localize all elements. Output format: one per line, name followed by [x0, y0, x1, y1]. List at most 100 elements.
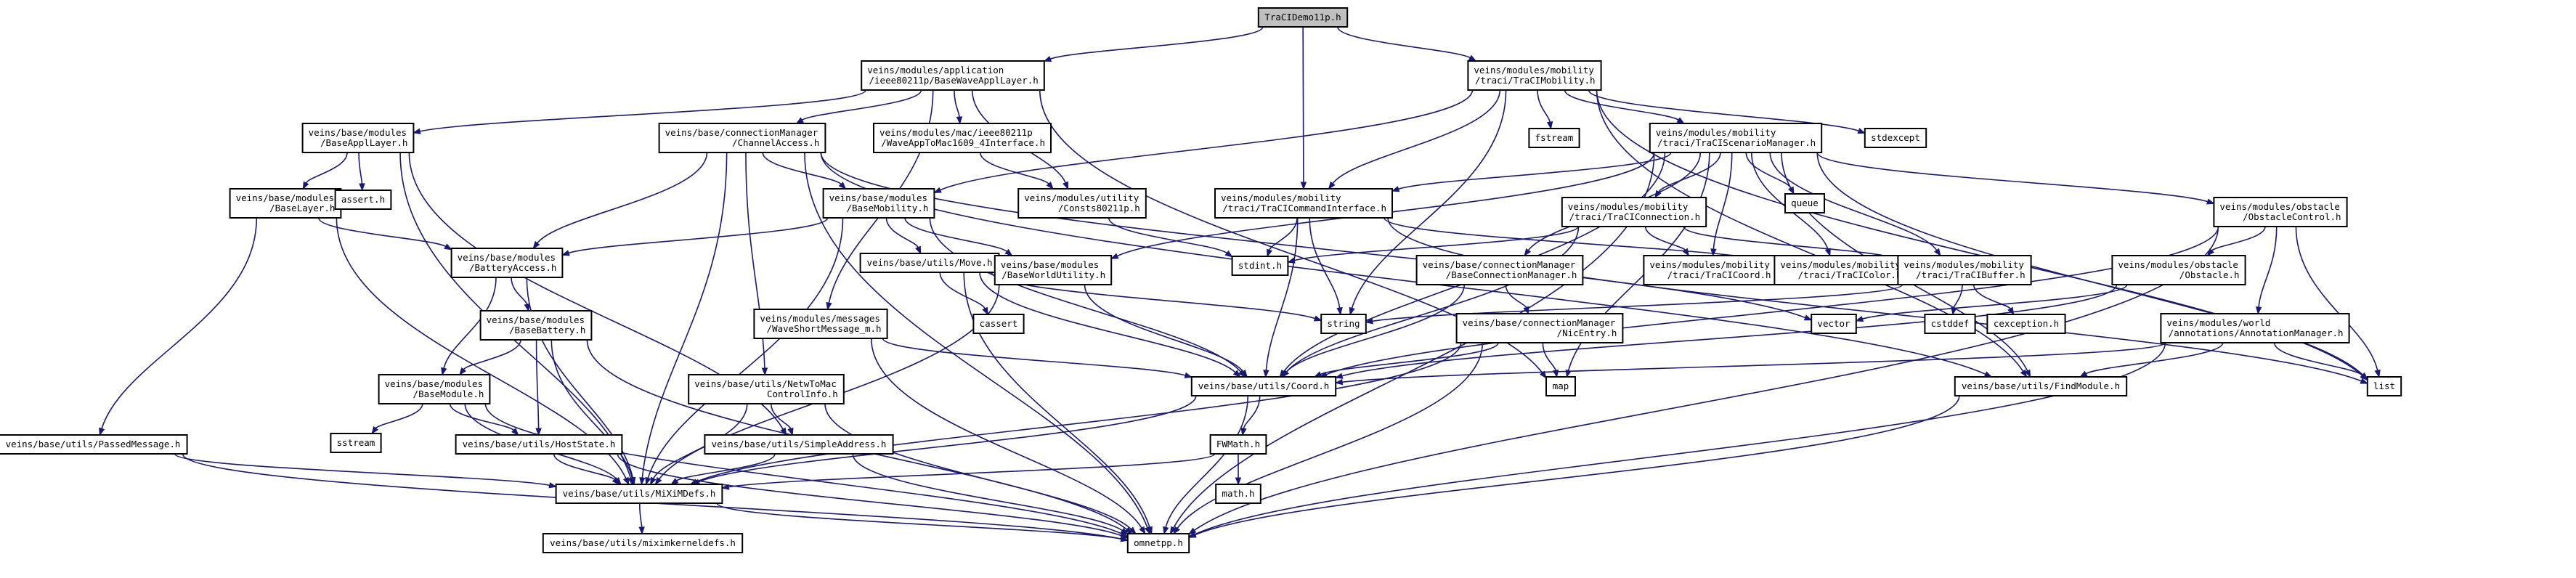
arrowhead-icon	[2024, 369, 2031, 378]
edge-line	[1816, 152, 2363, 375]
arrowhead-icon	[2374, 369, 2381, 378]
node-wsm[interactable]: veins/modules/messages/WaveShortMessage_…	[753, 309, 888, 339]
node-coord[interactable]: veins/base/utils/Coord.h	[1190, 376, 1337, 396]
arrowhead-icon	[1043, 56, 1052, 62]
node-nicentry[interactable]: veins/base/connectionManager/NicEntry.h	[1455, 313, 1624, 343]
arrowhead-icon	[1169, 526, 1177, 535]
edge-line	[1049, 26, 1264, 60]
edge-battacc-to-basebatt	[511, 277, 530, 312]
node-label: /BaseWorldUtility.h	[1001, 269, 1105, 280]
node-tconn[interactable]: veins/modules/mobility/traci/TraCIConnec…	[1561, 197, 1707, 227]
node-baselayer[interactable]: veins/base/modules/BaseLayer.h	[229, 188, 342, 219]
node-string[interactable]: string	[1320, 314, 1367, 334]
edge-findmod-to-omnetpp	[1187, 395, 1960, 538]
node-box	[1864, 128, 1927, 148]
node-simpleaddr[interactable]: veins/base/utils/SimpleAddress.h	[704, 434, 894, 455]
arrowhead-icon	[838, 182, 847, 190]
edge-basemob-to-battacc	[561, 217, 829, 256]
arrowhead-icon	[787, 427, 794, 436]
node-baseappl[interactable]: veins/base/modules/BaseApplLayer.h	[301, 123, 415, 153]
node-stdexcept[interactable]: stdexcept	[1864, 128, 1927, 148]
node-mathh[interactable]: math.h	[1215, 484, 1261, 504]
node-tmob[interactable]: veins/modules/mobility/traci/TraCIMobili…	[1467, 60, 1602, 91]
node-findmod[interactable]: veins/base/utils/FindModule.h	[1954, 376, 2128, 396]
node-box	[1649, 123, 1823, 153]
node-stdint[interactable]: stdint.h	[1231, 256, 1289, 276]
edge-line	[820, 152, 1806, 319]
node-label: math.h	[1222, 488, 1254, 499]
edge-tbuffer-to-string	[1365, 284, 1903, 325]
node-obstacle[interactable]: veins/modules/obstacle/Obstacle.h	[2111, 255, 2246, 285]
arrowhead-icon	[1539, 370, 1547, 379]
edge-cmdif-to-stdint	[1267, 217, 1298, 258]
node-map[interactable]: map	[1545, 376, 1576, 396]
arrowhead-icon	[99, 427, 105, 436]
node-hoststate[interactable]: veins/base/utils/HostState.h	[455, 434, 623, 455]
node-basemob[interactable]: veins/base/modules/BaseMobility.h	[822, 188, 935, 219]
edge-line	[979, 152, 1049, 184]
node-label: /annotations/AnnotationManager.h	[2169, 327, 2344, 338]
arrowhead-icon	[761, 367, 768, 376]
node-exception[interactable]: cexception.h	[1986, 314, 2066, 334]
node-label: veins/base/utils/NetwToMac	[694, 378, 837, 389]
node-annot[interactable]: veins/modules/world/annotations/Annotati…	[2160, 313, 2350, 343]
node-tcoord[interactable]: veins/modules/mobility/traci/TraCICoord.…	[1643, 255, 1778, 285]
node-battacc[interactable]: veins/base/modules/BatteryAccess.h	[450, 248, 564, 278]
edge-fwmath-to-mathh	[1235, 453, 1242, 486]
node-root[interactable]: TraCIDemo11p.h	[1257, 7, 1349, 28]
node-passedmsg[interactable]: veins/base/utils/PassedMessage.h	[0, 434, 188, 455]
node-label: fstream	[1535, 132, 1574, 143]
node-label: veins/base/utils/Coord.h	[1198, 380, 1330, 391]
edge-wave-to-baseappl	[413, 89, 866, 134]
node-omnetpp[interactable]: omnetpp.h	[1126, 533, 1190, 553]
node-wavemac[interactable]: veins/modules/mac/ieee80211p/WaveAppToMa…	[873, 123, 1052, 153]
node-cmdif[interactable]: veins/modules/mobility/traci/TraCIComman…	[1214, 188, 1393, 219]
arrowhead-icon	[548, 482, 557, 489]
node-cstddef[interactable]: cstddef	[1924, 314, 1976, 334]
node-label: veins/base/modules	[385, 378, 483, 389]
node-consts[interactable]: veins/modules/utility/Consts80211p.h	[1017, 188, 1147, 219]
edge-nicentry-to-coord	[1313, 342, 1499, 378]
edge-baseappl-to-assert	[358, 152, 365, 192]
node-list[interactable]: list	[2366, 376, 2402, 396]
node-chanacc[interactable]: veins/base/connectionManager/ChannelAcce…	[658, 123, 826, 153]
arrowhead-icon	[914, 245, 922, 255]
node-baseconnmgr[interactable]: veins/base/connectionManager/BaseConnect…	[1415, 255, 1584, 285]
node-queue[interactable]: queue	[1784, 193, 1825, 213]
node-label: queue	[1791, 198, 1819, 208]
graph-nodes: TraCIDemo11p.h veins/modules/application/…	[0, 7, 2402, 553]
node-label: /ObstacleControl.h	[2243, 211, 2341, 222]
node-box	[972, 314, 1025, 334]
edge-line	[617, 453, 1122, 537]
node-tbuffer[interactable]: veins/modules/mobility/traci/TraCIBuffer…	[1897, 255, 2032, 285]
node-label: veins/base/modules	[1001, 259, 1099, 270]
node-vector[interactable]: vector	[1811, 314, 1857, 334]
node-sstream[interactable]: sstream	[330, 433, 382, 453]
node-miximkernel[interactable]: veins/base/utils/miximkerneldefs.h	[542, 533, 744, 553]
node-worldutil[interactable]: veins/base/modules/BaseWorldUtility.h	[994, 255, 1113, 285]
node-assert[interactable]: assert.h	[334, 190, 392, 210]
node-obsctl[interactable]: veins/modules/obstacle/ObstacleControl.h	[2213, 197, 2348, 227]
node-basebatt[interactable]: veins/base/modules/BaseBattery.h	[479, 310, 593, 341]
node-fwmath[interactable]: FWMath.h	[1209, 434, 1267, 455]
node-box	[994, 255, 1113, 285]
edge-chanacc-to-nettomac	[745, 152, 768, 376]
node-cassert[interactable]: cassert	[972, 314, 1025, 334]
node-basemodule[interactable]: veins/base/modules/BaseModule.h	[378, 374, 491, 404]
node-label: stdexcept	[1871, 132, 1920, 143]
edge-line	[2258, 226, 2278, 308]
edge-line	[716, 502, 1122, 540]
node-label: /traci/TraCIMobility.h	[1475, 75, 1596, 86]
arrowhead-icon	[535, 428, 542, 436]
node-fstream[interactable]: fstream	[1528, 128, 1580, 148]
edge-line	[1084, 284, 1244, 373]
node-move[interactable]: veins/base/utils/Move.h	[859, 253, 1000, 273]
node-tcolor[interactable]: veins/modules/mobility/traci/TraCIColor.…	[1773, 255, 1909, 285]
edge-cmdif-to-coord	[1263, 217, 1299, 378]
edge-obsctl-to-list	[2295, 226, 2381, 378]
edge-line	[1325, 226, 2219, 375]
node-wave[interactable]: veins/modules/application/ieee80211p/Bas…	[861, 60, 1045, 91]
node-miximdefs[interactable]: veins/base/utils/MiXiMDefs.h	[555, 484, 723, 504]
node-scenmgr[interactable]: veins/modules/mobility/traci/TraCIScenar…	[1649, 123, 1823, 153]
